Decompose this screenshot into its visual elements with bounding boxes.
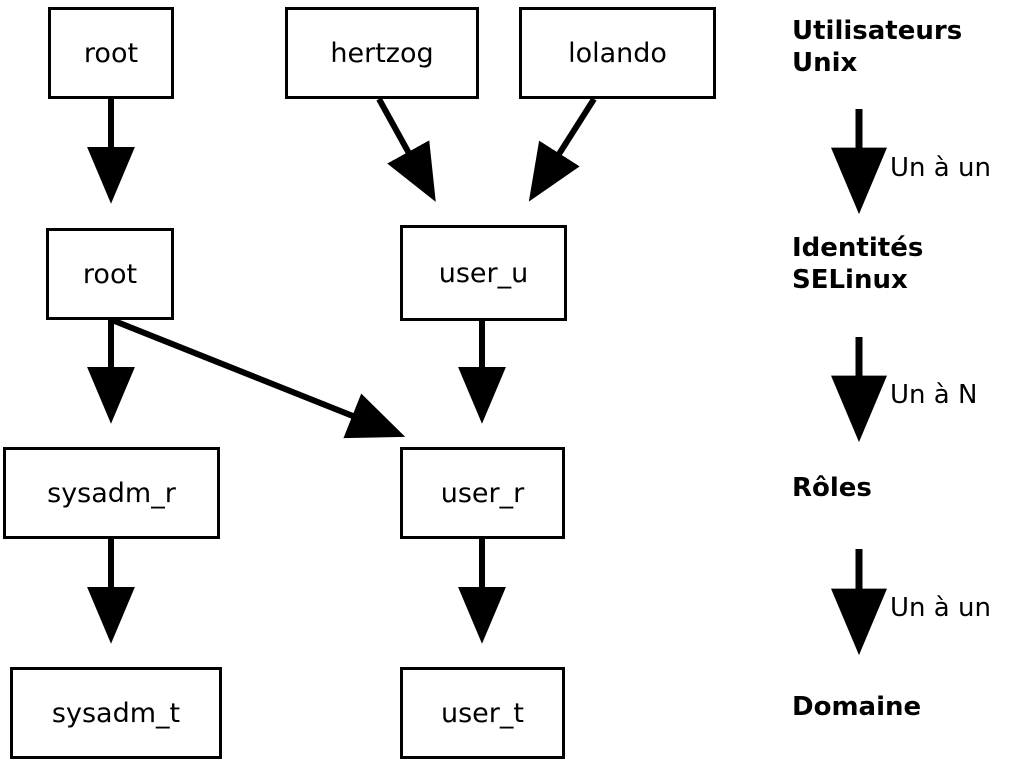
- legend-arrow-label-one-to-one-top: Un à un: [890, 153, 991, 183]
- node-user-t[interactable]: user_t: [400, 667, 565, 759]
- node-sysadm-t[interactable]: sysadm_t: [10, 667, 222, 759]
- edge-lolando-to-user-u: [528, 97, 597, 202]
- node-user-r[interactable]: user_r: [400, 447, 565, 539]
- legend-arrow-label-one-to-one-bottom: Un à un: [890, 593, 991, 623]
- node-root-identity[interactable]: root: [46, 228, 174, 320]
- legend-level-selinux-identities: Identités SELinux: [792, 233, 924, 295]
- node-sysadm-r[interactable]: sysadm_r: [3, 447, 220, 539]
- legend-arrow-label-one-to-n: Un à N: [890, 380, 978, 410]
- legend-level-unix-users: Utilisateurs Unix: [792, 16, 963, 78]
- legend-level-roles: Rôles: [792, 473, 872, 503]
- node-hertzog[interactable]: hertzog: [285, 7, 479, 99]
- edge-root-to-user-r: [110, 317, 406, 439]
- node-root-unix[interactable]: root: [48, 7, 174, 99]
- legend-level-domain: Domaine: [792, 692, 922, 722]
- edge-hertzog-to-user-u: [376, 97, 436, 202]
- node-user-u[interactable]: user_u: [400, 225, 567, 321]
- node-lolando[interactable]: lolando: [519, 7, 716, 99]
